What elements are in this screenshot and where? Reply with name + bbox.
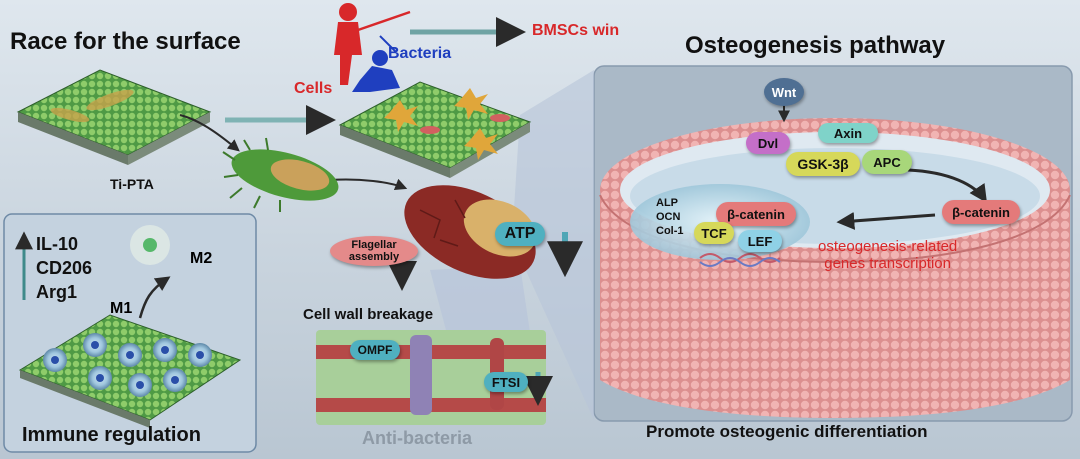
osteogenesis-title: Osteogenesis pathway	[685, 32, 946, 59]
bacteria-label: Bacteria	[388, 45, 452, 62]
marker-cd206: CD206	[36, 258, 93, 278]
wnt-node: Wnt	[764, 78, 804, 106]
transcription-line-2: genes transcription	[824, 255, 951, 272]
transcription-label: osteogenesis-related genes transcription	[818, 238, 957, 272]
bacterium-green	[222, 137, 339, 212]
transcription-line-1: osteogenesis-related	[818, 238, 958, 255]
immune-title: Immune regulation	[22, 424, 201, 446]
bmscs-win-label: BMSCs win	[532, 22, 620, 39]
gene-col1: Col-1	[656, 225, 684, 237]
ti-pta-plate	[16, 69, 212, 165]
ompf-pill: OMPF	[350, 340, 400, 360]
flagellar-assembly-pill: Flagellar assembly	[330, 236, 418, 266]
m1-label: M1	[110, 300, 133, 317]
m2-label: M2	[190, 250, 213, 267]
race-title: Race for the surface	[10, 28, 241, 55]
dvl-node: Dvl	[746, 132, 790, 154]
cells-vs-bacteria-figures	[334, 3, 411, 92]
colonized-plate	[338, 81, 532, 178]
axin-node: Axin	[818, 123, 878, 143]
cells-label: Cells	[294, 80, 333, 97]
gsk3b-node: GSK-3β	[786, 152, 860, 176]
lef-node: LEF	[738, 230, 782, 252]
marker-il10: IL-10	[36, 234, 79, 254]
immune-markers: IL-10 CD206 Arg1	[36, 232, 92, 304]
ti-pta-label: Ti-PTA	[110, 176, 154, 192]
ftsi-pill: FTSI	[484, 372, 528, 392]
gene-alp: ALP	[656, 197, 678, 209]
beta-catenin-cyto-node: β-catenin	[942, 200, 1020, 224]
immune-plate	[15, 225, 242, 428]
anti-bacteria-title: Anti-bacteria	[362, 428, 473, 448]
atp-pill: ATP	[495, 222, 545, 246]
tcf-node: TCF	[694, 222, 734, 244]
cell-wall-breakage-label: Cell wall breakage	[303, 306, 434, 323]
beta-catenin-nuclear-node: β-catenin	[716, 202, 796, 226]
osteo-footer: Promote osteogenic differentiation	[646, 422, 928, 441]
marker-arg1: Arg1	[36, 282, 78, 302]
gene-list: ALP OCN Col-1	[656, 196, 684, 238]
gene-ocn: OCN	[656, 211, 681, 223]
bacterial-membrane	[316, 330, 553, 425]
apc-node: APC	[862, 150, 912, 174]
